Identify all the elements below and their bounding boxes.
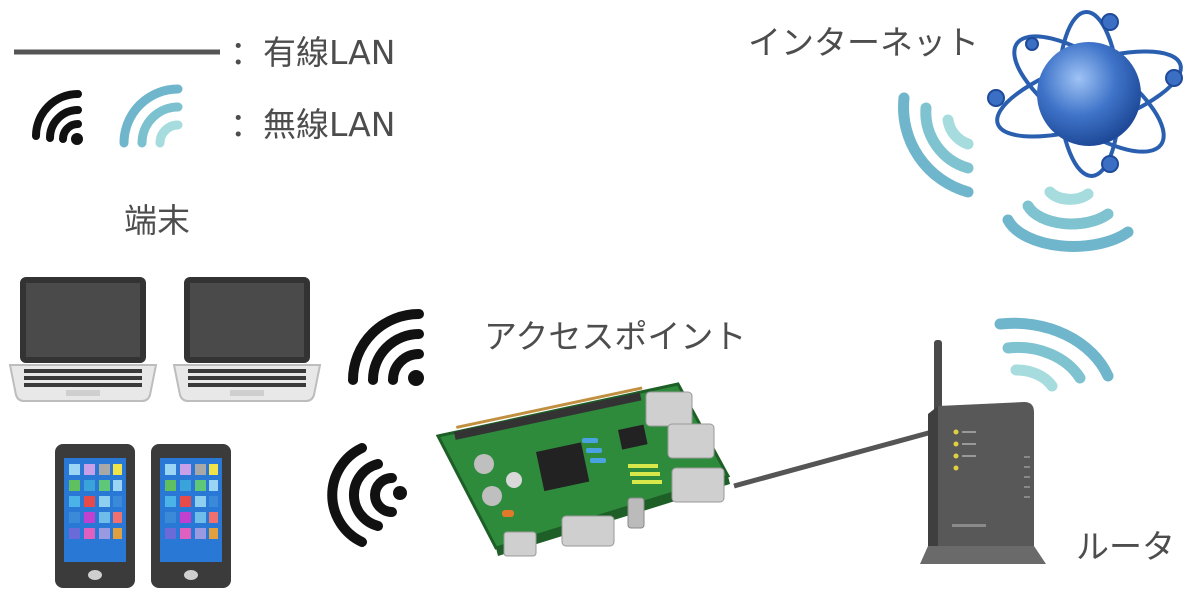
wifi-dark-icon (327, 443, 407, 547)
laptop-icon (8, 277, 158, 402)
wifi-dark-icon (32, 90, 83, 145)
wifi-dark-icon (348, 309, 424, 386)
wired-line-icon (14, 49, 220, 55)
wifi-blue-icon (994, 317, 1114, 392)
terminal-label: 端末 (124, 201, 190, 240)
wifi-blue-icon (898, 92, 974, 198)
legend-wireless-label: ：無線LAN (230, 105, 396, 144)
legend-wired-label: ：有線LAN (230, 33, 396, 72)
wifi-blue-icon (119, 84, 183, 148)
laptop-icon (172, 277, 322, 402)
router-icon (920, 340, 1046, 564)
internet-label: インターネット (748, 23, 979, 62)
smartphone-icon (151, 444, 231, 588)
wifi-blue-icon (1002, 186, 1134, 252)
access-point-label: アクセスポイント (484, 317, 747, 356)
smartphone-icon (55, 444, 135, 588)
globe-icon (987, 10, 1183, 178)
raspberry-pi-icon (435, 382, 731, 557)
router-label: ルータ (1076, 527, 1175, 566)
